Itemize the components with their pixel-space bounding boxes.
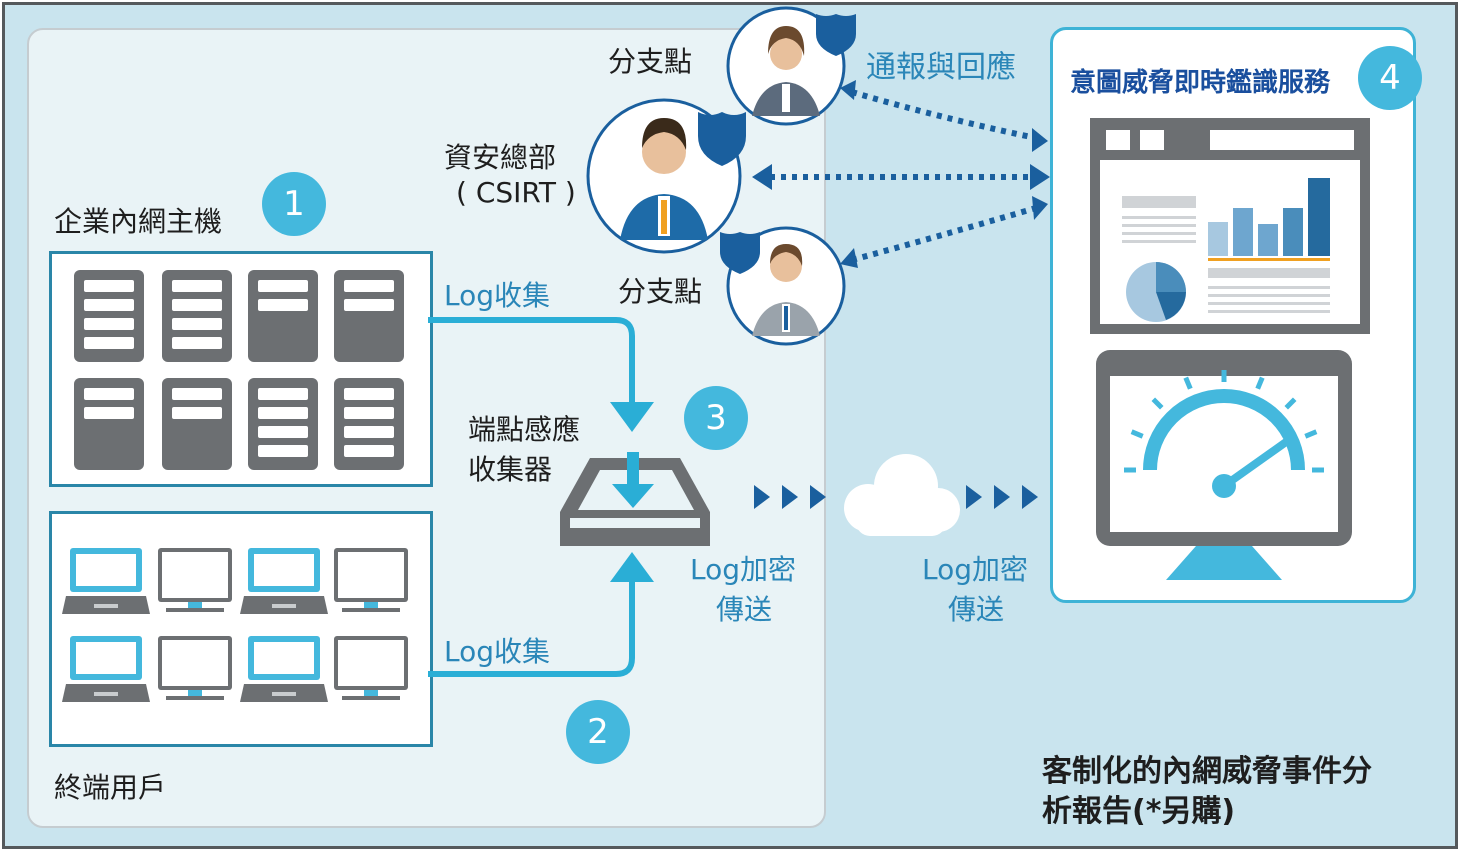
- endpoint-icons: [62, 548, 408, 702]
- server-icons: [74, 270, 404, 470]
- step-1-badge: 1: [262, 172, 326, 236]
- gauge-tick: [1151, 397, 1164, 410]
- dashboard-icon: [1090, 118, 1370, 334]
- encrypt-left-line1: Log加密: [690, 553, 797, 586]
- server-icon: [162, 270, 232, 362]
- gauge-monitor-icon: [1096, 350, 1352, 580]
- endpoints-label: 終端用戶: [54, 771, 167, 804]
- gauge-tick: [1255, 376, 1265, 390]
- collector-label-line2: 收集器: [468, 453, 553, 486]
- gauge-tick: [1284, 397, 1297, 410]
- encrypt-right-line2: 傳送: [948, 593, 1005, 626]
- link-branch-top: [851, 89, 1037, 141]
- link-branch-bottom: [851, 205, 1037, 263]
- step-2-badge: 2: [566, 700, 630, 764]
- gauge-tick: [1304, 429, 1318, 439]
- encrypted-flow-left: [754, 485, 826, 509]
- server-icon: [74, 270, 144, 362]
- step-3-badge: 3: [684, 386, 748, 450]
- server-icon: [334, 270, 404, 362]
- server-icon: [162, 378, 232, 470]
- laptop-icon: [62, 548, 150, 614]
- log-collect-top-label: Log收集: [444, 279, 551, 312]
- collector-tray-icon: [560, 452, 710, 546]
- server-icon: [74, 378, 144, 470]
- log-flow-top: [428, 317, 635, 402]
- monitor-icon: [158, 548, 232, 612]
- log-flow-bottom: [428, 580, 635, 677]
- server-icon: [248, 378, 318, 470]
- monitor-icon: [334, 548, 408, 612]
- laptop-icon: [240, 548, 328, 614]
- servers-label: 企業內網主機: [54, 205, 223, 238]
- person-icon-branch-top: [726, 6, 846, 126]
- service-title: 意圖威脅即時鑑識服務: [1070, 68, 1331, 98]
- branch-bottom-label: 分支點: [618, 275, 703, 308]
- monitor-icon: [334, 636, 408, 700]
- laptop-icon: [240, 636, 328, 702]
- gauge-tick: [1183, 376, 1193, 390]
- encrypt-right-line1: Log加密: [922, 553, 1029, 586]
- hq-label-line2: ( CSIRT ): [456, 176, 576, 209]
- log-flow-bottom-arrow: [610, 552, 654, 582]
- log-flow-top-arrow: [610, 402, 654, 432]
- report-label-line1: 客制化的內網威脅事件分: [1042, 754, 1372, 789]
- shield-icon-branch-bottom: [720, 232, 760, 274]
- shield-icon-branch-top: [816, 14, 856, 56]
- cloud-icon: [844, 454, 960, 536]
- collector-label-line1: 端點感應: [468, 413, 581, 446]
- gauge-tick: [1130, 429, 1144, 439]
- notify-label: 通報與回應: [866, 50, 1016, 85]
- encrypt-left-line2: 傳送: [716, 593, 773, 626]
- hq-label-line1: 資安總部: [444, 141, 557, 174]
- branch-top-label: 分支點: [608, 45, 693, 78]
- monitor-icon: [158, 636, 232, 700]
- report-label-line2: 析報告(*另購): [1042, 794, 1236, 829]
- server-icon: [334, 378, 404, 470]
- shield-icon-hq: [698, 112, 746, 166]
- laptop-icon: [62, 636, 150, 702]
- encrypted-flow-right: [966, 485, 1038, 509]
- server-icon: [248, 270, 318, 362]
- log-collect-bottom-label: Log收集: [444, 635, 551, 668]
- step-4-badge: 4: [1358, 46, 1422, 110]
